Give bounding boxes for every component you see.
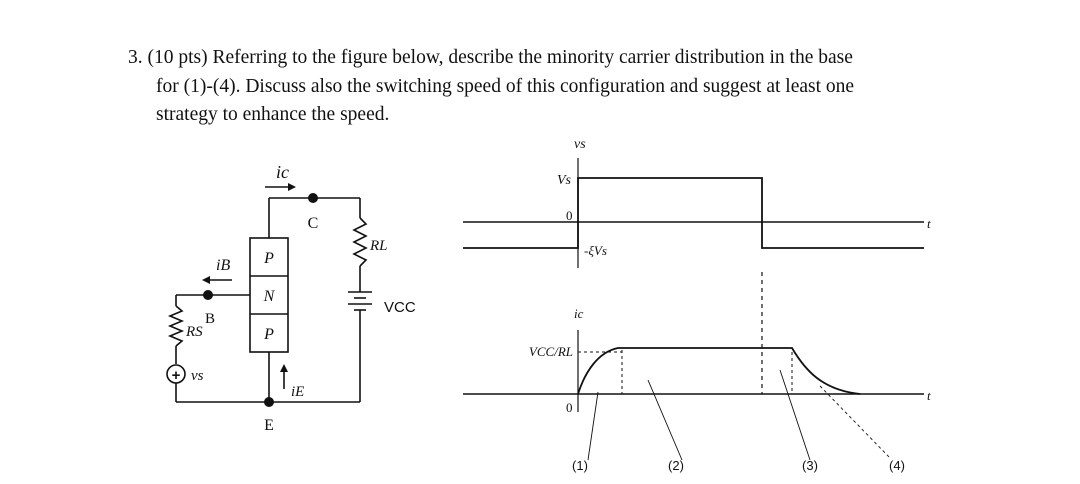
emitter-label: E xyxy=(264,417,274,434)
top-t-label: t xyxy=(927,216,931,231)
layer-p-bottom: P xyxy=(263,326,274,343)
vs-label: vs xyxy=(191,368,204,384)
layer-n: N xyxy=(263,288,276,305)
bottom-level-label: VCC/RL xyxy=(529,344,573,359)
circuit-diagram xyxy=(166,186,372,403)
source-plus-symbol: + xyxy=(172,367,181,384)
source-resistor xyxy=(167,305,185,347)
ic-waveform xyxy=(577,347,861,395)
vcc-label: VCC xyxy=(384,299,416,316)
ib-label: iB xyxy=(216,257,230,274)
top-neg-label: -ξVs xyxy=(584,243,607,258)
load-resistor xyxy=(352,217,368,267)
base-node xyxy=(203,290,213,300)
question-line-1: 3. (10 pts) Referring to the figure belo… xyxy=(128,47,853,68)
ic-label: ic xyxy=(276,162,289,182)
waveform-plots xyxy=(463,158,924,461)
top-level-label: Vs xyxy=(557,173,572,188)
bottom-zero-label: 0 xyxy=(566,400,573,415)
top-y-label: vs xyxy=(574,137,586,152)
emitter-node xyxy=(264,397,274,407)
bottom-y-label: ic xyxy=(574,306,584,321)
phase-label-3: (3) xyxy=(802,458,818,473)
base-label: B xyxy=(205,311,215,327)
phase-label-4: (4) xyxy=(889,458,905,473)
ie-label: iE xyxy=(291,384,304,400)
question-line-3: strategy to enhance the speed. xyxy=(156,104,390,125)
vs-waveform xyxy=(463,177,924,249)
question-line-2: for (1)-(4). Discuss also the switching … xyxy=(156,75,855,97)
question-text: 3. (10 pts) Referring to the figure belo… xyxy=(128,44,1028,130)
top-zero-label: 0 xyxy=(566,208,573,223)
collector-node xyxy=(308,193,318,203)
rl-label: RL xyxy=(369,238,388,254)
phase-label-1: (1) xyxy=(572,458,588,473)
rs-label: RS xyxy=(185,324,203,340)
layer-p-top: P xyxy=(263,250,274,267)
bottom-t-label: t xyxy=(927,388,931,403)
collector-label: C xyxy=(308,215,319,232)
phase-label-2: (2) xyxy=(668,458,684,473)
